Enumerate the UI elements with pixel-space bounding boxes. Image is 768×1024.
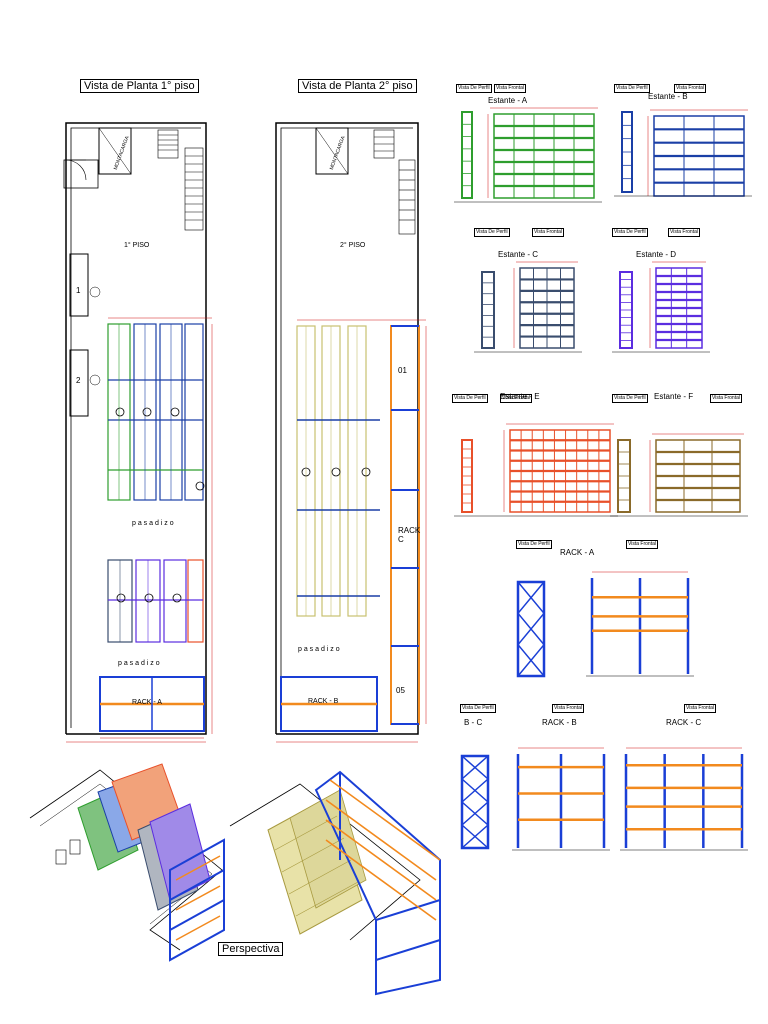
perspective-title: Perspectiva — [218, 942, 284, 956]
plan-1-floor-label: 1° PISO — [124, 242, 150, 249]
perspective-view-1 — [29, 763, 225, 962]
plan-1-aisle-2: p a s a d i z o — [118, 660, 160, 667]
rack-bc-profile-view — [460, 754, 490, 850]
rack-a-title: RACK - A — [560, 548, 595, 557]
estante-e-frontal-label: Vista Frontal — [500, 394, 532, 403]
plan-2-rack-id-01: 01 — [398, 366, 407, 375]
perspective-view-2 — [229, 770, 441, 996]
rack-brace — [517, 581, 545, 614]
plan-2-title: Vista de Planta 2° piso — [298, 79, 417, 93]
rack-c-frontal-label: Vista Frontal — [684, 704, 716, 713]
estante-f-perfil-label: Vista De Perfil — [612, 394, 648, 403]
estante-c-title: Estante - C — [498, 250, 539, 259]
estante-e-title: Estante - E — [500, 392, 540, 401]
estante-c-profile — [481, 271, 495, 349]
plan-1-aisle-1: p a s a d i z o — [132, 520, 174, 527]
rack-a-views — [516, 571, 694, 678]
estante-b-perfil-label: Vista De Perfil — [614, 84, 650, 93]
plan-2-floor-label: 2° PISO — [340, 242, 366, 249]
rack-brace — [517, 644, 545, 677]
plan-1-title: Vista de Planta 1° piso — [80, 79, 199, 93]
estante-e-views — [454, 423, 618, 517]
plan-1-rack-label: RACK - A — [132, 699, 162, 706]
estante-a-perfil-label: Vista De Perfil — [456, 84, 492, 93]
rack-brace — [517, 612, 545, 646]
rack-brace — [461, 755, 489, 780]
plan-2-rack-c-label: RACK C — [398, 526, 421, 544]
estante-a-views — [454, 107, 602, 203]
estante-e-perfil-label: Vista De Perfil — [452, 394, 488, 403]
estante-d-frontal-label: Vista Frontal — [668, 228, 700, 237]
estante-b-title: Estante - B — [648, 92, 688, 101]
estante-d-perfil-label: Vista De Perfil — [612, 228, 648, 237]
estante-f-views — [610, 433, 748, 517]
estante-d-views — [612, 261, 710, 353]
rack-brace — [461, 778, 489, 803]
estante-a-title: Estante - A — [488, 96, 528, 105]
rack-a-perfil-label: Vista De Perfil — [516, 540, 552, 549]
rack-b-frontal-label: Vista Frontal — [552, 704, 584, 713]
estante-f-title: Estante - F — [654, 392, 694, 401]
estante-d-title: Estante - D — [636, 250, 677, 259]
plan-1-desk-2: 2 — [76, 376, 81, 385]
plan-2-aisle: p a s a d i z o — [298, 646, 340, 653]
estante-a-frontal-label: Vista Frontal — [494, 84, 526, 93]
estante-c-perfil-label: Vista De Perfil — [474, 228, 510, 237]
estante-c-views — [474, 261, 582, 353]
rack-c-title: RACK - C — [666, 718, 702, 727]
rack-bc-title: B - C — [464, 718, 483, 727]
rack-elevation-views — [460, 571, 748, 851]
estante-a-profile — [461, 111, 473, 199]
rack-b-views — [512, 747, 610, 851]
plan-2-rack-id-05: 05 — [396, 686, 405, 695]
estante-b-frontal-label: Vista Frontal — [674, 84, 706, 93]
estante-elevation-views — [454, 107, 752, 517]
rack-c-views — [620, 747, 748, 851]
estante-a-front — [493, 113, 595, 199]
rack-brace — [461, 824, 489, 849]
plan-2-floor — [275, 122, 427, 743]
plan-1-desk-1: 1 — [76, 286, 81, 295]
rack-b-title: RACK - B — [542, 718, 577, 727]
plan-1-floor — [63, 122, 213, 743]
rack-bc-perfil-label: Vista De Perfil — [460, 704, 496, 713]
rack-a-frontal-label: Vista Frontal — [626, 540, 658, 549]
rack-profile-frame — [460, 754, 490, 850]
rack-profile-frame — [516, 580, 546, 678]
rack-brace — [461, 801, 489, 826]
plan-2-rack-label: RACK - B — [308, 698, 339, 705]
estante-f-frontal-label: Vista Frontal — [710, 394, 742, 403]
estante-b-views — [614, 109, 752, 197]
estante-c-frontal-label: Vista Frontal — [532, 228, 564, 237]
